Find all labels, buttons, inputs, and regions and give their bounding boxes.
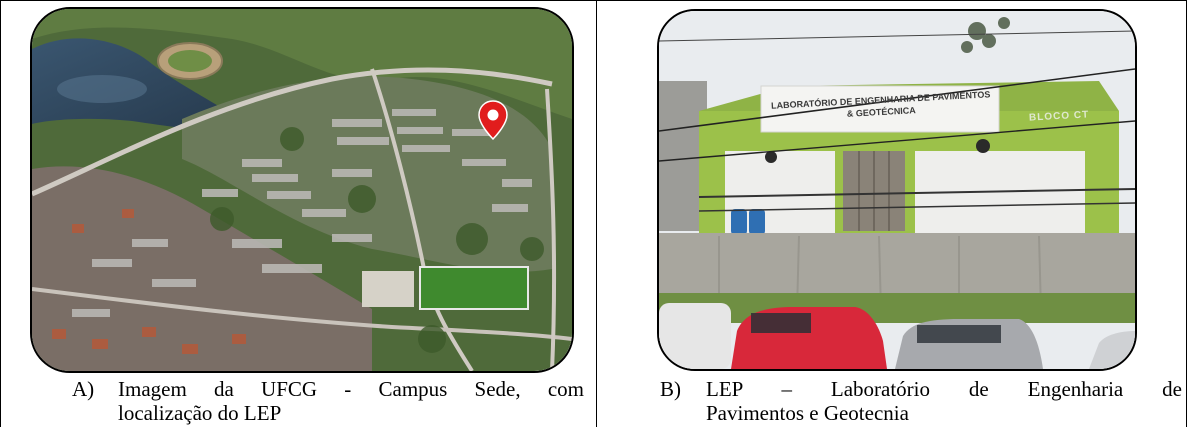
caption-b-line1: LEP – Laboratório de Engenharia de xyxy=(706,377,1182,401)
caption-b-line2: Pavimentos e Geotecnia xyxy=(706,401,909,425)
campus-aerial-image xyxy=(30,7,574,373)
table-top-border xyxy=(0,0,1187,1)
caption-a-line2: localização do LEP xyxy=(118,401,282,425)
table-left-border xyxy=(0,0,1,427)
caption-a-line1: Imagem da UFCG - Campus Sede, com xyxy=(118,377,584,401)
table-column-divider xyxy=(596,0,597,427)
lep-building-illustration xyxy=(659,11,1135,369)
caption-panel-b: B) LEP – Laboratório de Engenharia de Pa… xyxy=(660,377,1182,425)
caption-panel-a: A) Imagem da UFCG - Campus Sede, com loc… xyxy=(72,377,584,425)
lep-building-photo: LABORATÓRIO DE ENGENHARIA DE PAVIMENTOS … xyxy=(657,9,1137,371)
map-pin-icon xyxy=(478,100,508,140)
caption-a-letter: A) xyxy=(72,377,95,401)
caption-b-letter: B) xyxy=(660,377,681,401)
campus-aerial-illustration xyxy=(32,9,572,371)
